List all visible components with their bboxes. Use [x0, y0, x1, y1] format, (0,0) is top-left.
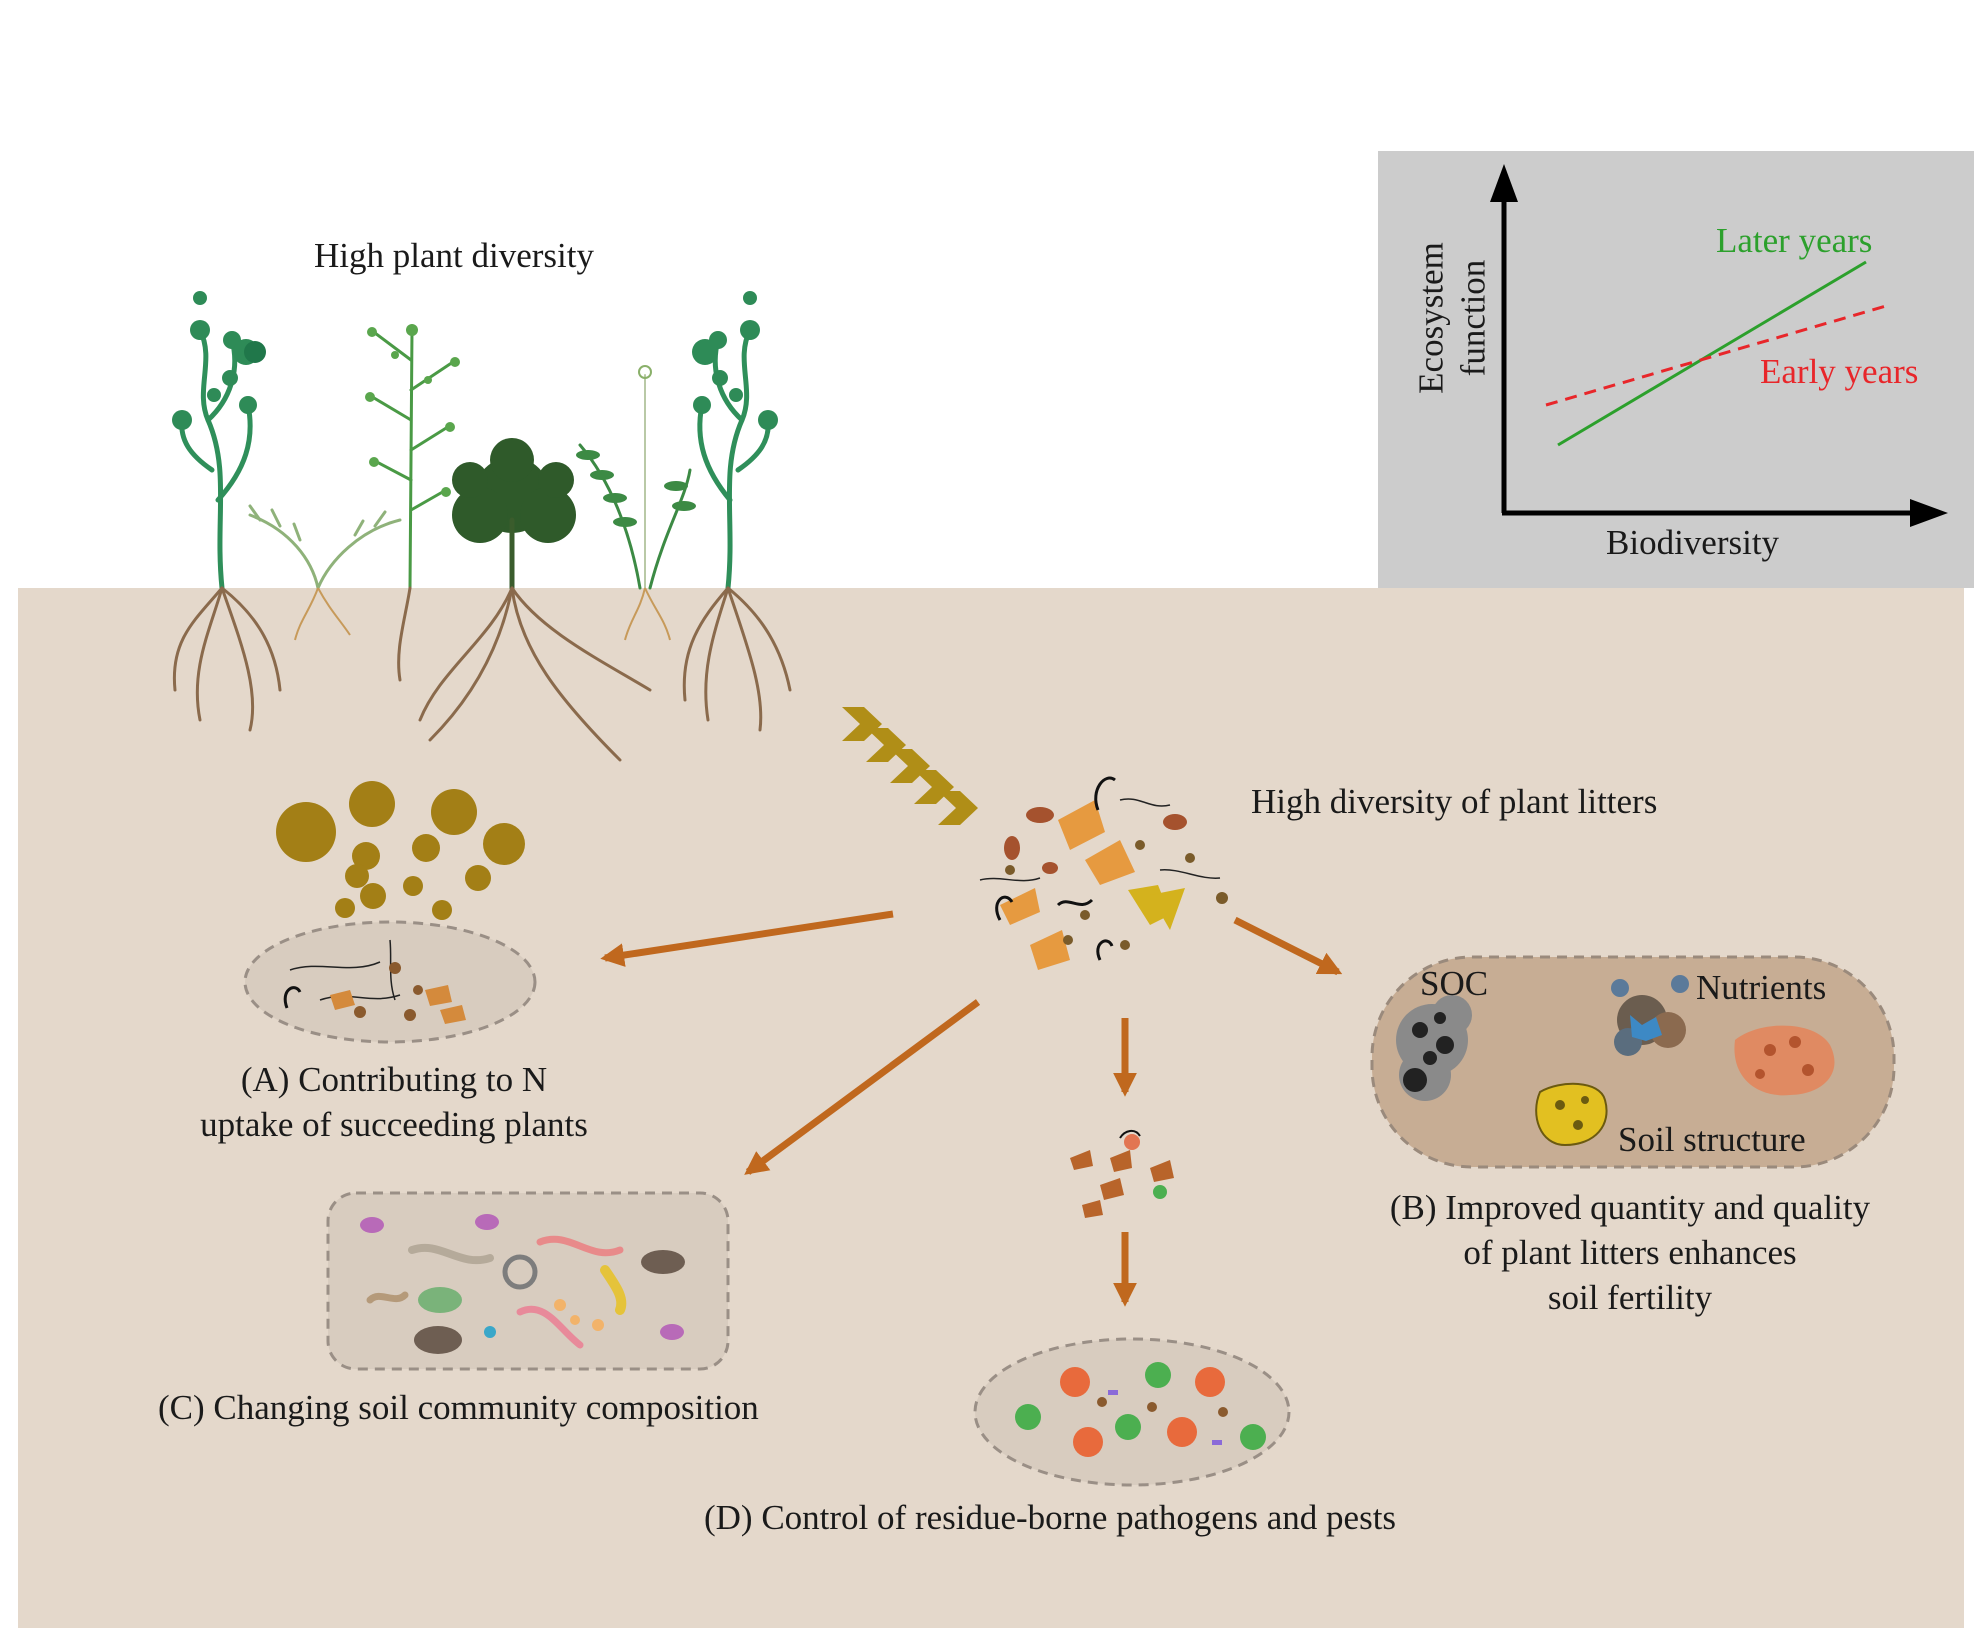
legend-early-years: Early years	[1760, 352, 1919, 391]
bud	[244, 341, 266, 363]
nutrients-label: Nutrients	[1696, 968, 1827, 1007]
fern	[248, 504, 402, 590]
panel-b-line-3: soil fertility	[1547, 1277, 1713, 1317]
chevron-arrows	[842, 707, 978, 825]
curly-plant-left	[179, 327, 253, 591]
nitrogen-dots	[276, 781, 525, 920]
soil-crumb	[1734, 1025, 1835, 1096]
roots	[172, 586, 792, 762]
panel-a-line-1: (A) Contributing to N	[240, 1060, 548, 1099]
arrow-to-a	[600, 910, 894, 967]
litter-pile	[979, 776, 1228, 970]
arrow-to-c	[744, 999, 981, 1175]
litter-small	[1070, 1130, 1174, 1218]
panel-b-line-1: (B) Improved quantity and quality	[1389, 1188, 1871, 1227]
inset-ylabel-line1: Ecosystem	[1411, 242, 1451, 394]
plants	[172, 291, 778, 591]
soc-label: SOC	[1420, 964, 1489, 1003]
panel-d-label: (D) Control of residue-borne pathogens a…	[704, 1498, 1397, 1537]
inset-x-arrowhead	[1910, 499, 1948, 527]
soil-structure-particle	[1535, 1082, 1608, 1147]
legend-later-years: Later years	[1716, 221, 1873, 260]
inset-ylabel-line2: function	[1453, 259, 1493, 377]
panel-a-line-2: uptake of succeeding plants	[200, 1104, 588, 1144]
soc-particle	[1396, 995, 1472, 1101]
inset-chart	[1378, 151, 1974, 588]
feather-plant	[367, 328, 458, 590]
panel-d-ellipse	[973, 1337, 1291, 1487]
panel-b-pill	[1370, 955, 1896, 1169]
nutrient-aggregate	[1611, 975, 1689, 1056]
panel-a-label: (A) Contributing to N uptake of succeedi…	[148, 1058, 640, 1148]
litter-label: High diversity of plant litters	[1251, 782, 1658, 821]
soil-structure-label: Soil structure	[1618, 1120, 1806, 1159]
arrow-to-b	[1233, 916, 1343, 976]
panel-a-ellipse	[243, 920, 537, 1044]
panel-c-label: (C) Changing soil community composition	[158, 1388, 759, 1427]
parsley-bush	[452, 438, 576, 543]
later-years-line	[1557, 260, 1867, 447]
panel-b-line-2: of plant litters enhances	[1463, 1232, 1797, 1272]
panel-b-label: (B) Improved quantity and quality of pla…	[1330, 1186, 1930, 1320]
panel-c-box	[326, 1191, 730, 1371]
inset-y-arrowhead	[1490, 164, 1518, 202]
vetch-plant	[578, 443, 692, 590]
inset-xlabel: Biodiversity	[1606, 523, 1780, 562]
title-high-plant-diversity: High plant diversity	[314, 236, 594, 275]
